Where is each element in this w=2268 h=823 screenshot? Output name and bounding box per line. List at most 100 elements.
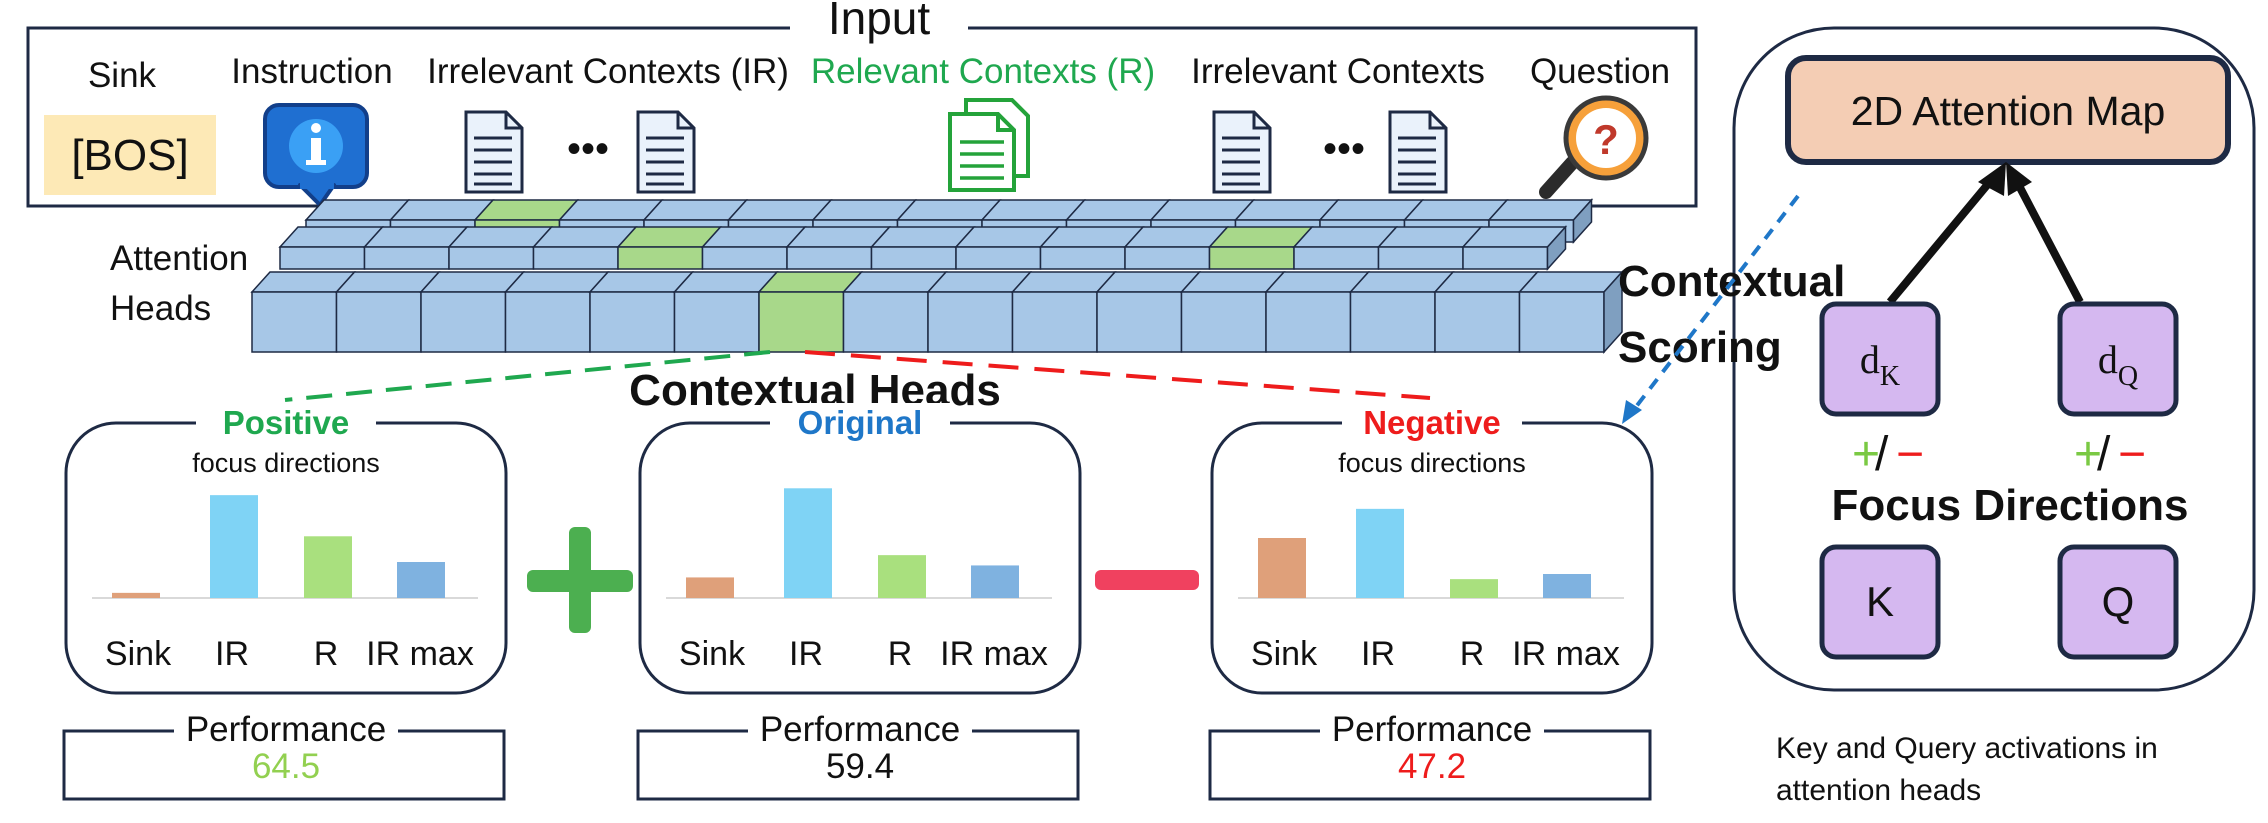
scoring-arrowhead: [1622, 400, 1642, 424]
attention-head-row-side: [1546, 225, 1567, 271]
dq-slash: /: [2097, 428, 2111, 481]
bar-ir: [1356, 508, 1404, 598]
info-icon: [263, 103, 369, 207]
attention-head-cell: [841, 271, 948, 353]
attention-head-cell: [954, 226, 1061, 270]
svg-text:?: ?: [1593, 116, 1619, 163]
attention-head-cell: [531, 226, 638, 270]
dk-node: [1819, 301, 1941, 417]
performance-value: 59.4: [826, 747, 894, 786]
document-icon: [1212, 110, 1272, 194]
panel-title-mask: [1342, 403, 1522, 439]
input-title: Input: [828, 0, 931, 44]
attention-heads-label-line2: Heads: [110, 289, 211, 328]
document-icon: [464, 110, 524, 194]
dk-label: dK: [1860, 337, 1900, 392]
bar-r: [304, 536, 352, 598]
panel-subtitle: focus directions: [1338, 448, 1526, 478]
segment-label-sink: Sink: [88, 56, 157, 95]
dq-plus: +: [2074, 428, 2102, 481]
tick-label: R: [314, 635, 339, 673]
dk-arrow: [1886, 175, 1997, 305]
tick-label: Sink: [105, 635, 172, 673]
right-panel: 2D Attention Map Contextual Scoring dK d…: [1618, 26, 2256, 807]
panel-title: Original: [798, 404, 923, 441]
attention-head-cell: [362, 226, 469, 270]
input-section: Input Sink Instruction Irrelevant Contex…: [26, 0, 1698, 208]
minus-icon: [1095, 570, 1199, 590]
attention-map-box: [1785, 55, 2231, 165]
bar-sink: [112, 592, 160, 598]
bar-ir-max: [1543, 574, 1591, 598]
question-magnifier-icon: ?: [1539, 95, 1649, 199]
performance-label: Performance: [1332, 710, 1532, 749]
plus-icon: [527, 527, 633, 633]
dk-arrowhead: [1978, 162, 2006, 196]
document-icon: [1388, 110, 1448, 194]
attention-head-cell: [700, 226, 807, 270]
document-icon: [636, 110, 696, 194]
input-title-mask: [790, 8, 968, 48]
contextual-scoring-line2: Scoring: [1618, 323, 1782, 372]
attention-head-cell: [785, 226, 892, 270]
performance-label: Performance: [186, 710, 386, 749]
attention-head-cell: [1010, 271, 1117, 353]
dq-node: [2057, 301, 2179, 417]
attention-head-cell: [1264, 271, 1371, 353]
q-label: Q: [2102, 578, 2135, 625]
attention-heads-section: Attention Heads Contextual Heads: [110, 198, 1624, 415]
panel-title: Positive: [223, 404, 350, 441]
positive-connector: [284, 350, 771, 402]
tick-label: IR max: [366, 635, 474, 673]
attention-head-cell: [1123, 226, 1230, 270]
attention-head-cell: [419, 271, 526, 353]
dk-minus: −: [1896, 428, 1924, 481]
performance-label: Performance: [760, 710, 960, 749]
q-node: [2057, 544, 2179, 660]
negative-connector: [804, 350, 1431, 400]
attention-head-cell: [1461, 226, 1568, 270]
dq-arrow: [2011, 176, 2084, 304]
bar-r: [1450, 579, 1498, 598]
attention-heads-label-line1: Attention: [110, 239, 248, 278]
dk-plus: +: [1852, 428, 1880, 481]
attention-map-label: 2D Attention Map: [1851, 88, 2166, 134]
performance-label-mask: [174, 709, 398, 749]
caption-line2: attention heads: [1776, 774, 1981, 807]
attention-head-cell: [1207, 226, 1314, 270]
bar-sink: [1258, 538, 1306, 598]
attention-head-grid: [250, 198, 1624, 354]
attention-head-cell: [250, 271, 357, 353]
attention-head-cell: [278, 226, 385, 270]
performance-value: 64.5: [252, 747, 320, 786]
attention-head-cell: [1095, 271, 1202, 353]
dq-arrowhead: [2006, 162, 2032, 196]
caption-line1: Key and Query activations in: [1776, 732, 2158, 765]
attention-head-cell: [1433, 271, 1540, 353]
bar-r: [878, 555, 926, 598]
panel-title-mask: [770, 403, 950, 439]
tick-label: IR: [1361, 635, 1395, 673]
bar-ir: [210, 495, 258, 598]
attention-head-cell: [1517, 271, 1624, 353]
bos-token: [BOS]: [71, 131, 188, 180]
ellipsis-ir: •••: [567, 127, 609, 171]
attention-head-cell: [926, 271, 1033, 353]
attention-head-row-side: [1603, 270, 1623, 354]
tick-label: IR max: [1512, 635, 1620, 673]
scoring-arrow: [1630, 194, 1800, 414]
focus-directions-label: Focus Directions: [1832, 481, 2189, 530]
bar-ir-max: [971, 565, 1019, 598]
bos-token-box: [44, 115, 216, 195]
attention-head-row-side: [1572, 198, 1593, 244]
ellipsis-ir2: •••: [1323, 127, 1365, 171]
tick-label: IR max: [940, 635, 1048, 673]
performance-label-mask: [748, 709, 972, 749]
segment-label-irrelevant-contexts: Irrelevant Contexts: [1191, 52, 1485, 91]
tick-label: IR: [215, 635, 249, 673]
